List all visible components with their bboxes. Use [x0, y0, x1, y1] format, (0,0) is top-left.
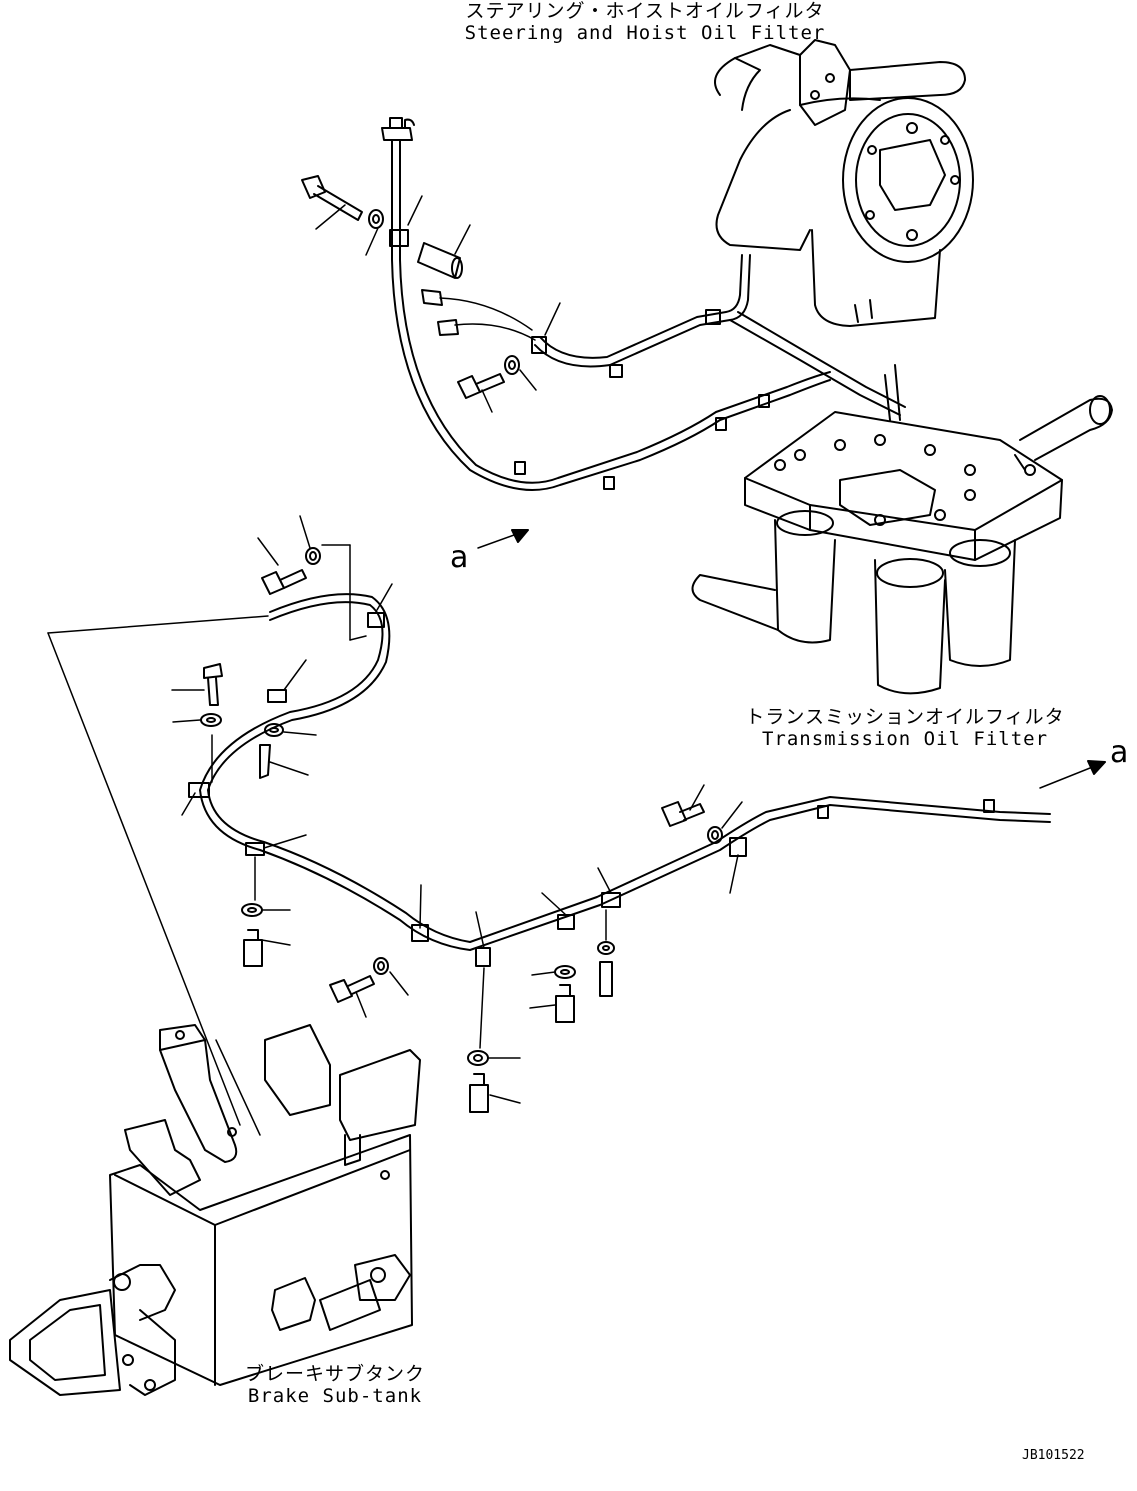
steering-filter-label: ステアリング・ホイストオイルフィルタ Steering and Hoist Oi…: [445, 0, 845, 44]
transmission-filter-label-jp: トランスミッションオイルフィルタ: [745, 706, 1065, 728]
steering-filter-label-en: Steering and Hoist Oil Filter: [464, 22, 826, 44]
reference-arrows: [477, 529, 1106, 789]
brake-subtank-assembly: [9, 1024, 421, 1396]
steering-filter-label-jp: ステアリング・ホイストオイルフィルタ: [465, 0, 825, 22]
reference-a-left: a: [450, 540, 469, 575]
steering-hoist-filter-assembly: [714, 39, 974, 327]
reference-a-right: a: [1110, 735, 1129, 770]
bolts: [203, 175, 705, 1113]
brake-tank-label-jp: ブレーキサブタンク: [244, 1363, 425, 1385]
transmission-filter-label: トランスミッションオイルフィルタ Transmission Oil Filter: [735, 706, 1075, 750]
washers: [200, 209, 723, 1066]
brake-tank-label: ブレーキサブタンク Brake Sub-tank: [225, 1363, 445, 1407]
connection-lines: [47, 544, 607, 1136]
brake-tank-label-en: Brake Sub-tank: [247, 1385, 423, 1407]
transmission-filter-assembly: [691, 364, 1113, 695]
transmission-filter-label-en: Transmission Oil Filter: [761, 728, 1049, 750]
drawing-code: JB101522: [1022, 1448, 1085, 1463]
leader-lines: [171, 195, 743, 1104]
